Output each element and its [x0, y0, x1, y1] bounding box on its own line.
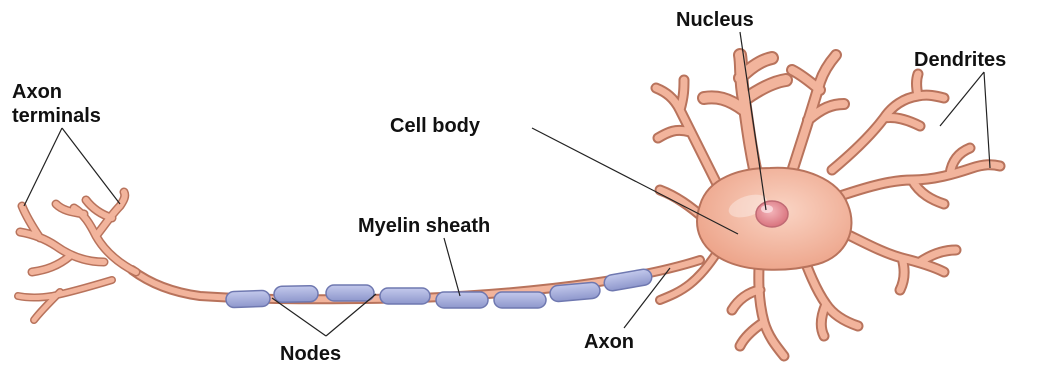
myelin-segment: [549, 282, 600, 302]
myelin-segment: [380, 288, 430, 304]
leader-myelin-sheath: [444, 238, 460, 296]
myelin-sheath: [226, 268, 653, 308]
label-myelin-sheath: Myelin sheath: [358, 214, 490, 238]
label-nodes: Nodes: [280, 342, 341, 366]
myelin-segment: [603, 268, 653, 292]
leader-axon-terminals-right: [62, 128, 120, 204]
label-cell-body: Cell body: [390, 114, 480, 138]
nucleus: [756, 201, 788, 227]
label-dendrites: Dendrites: [914, 48, 1006, 72]
leader-dendrites-right: [984, 72, 990, 168]
myelin-segment: [494, 292, 546, 308]
label-nucleus: Nucleus: [676, 8, 754, 32]
myelin-segment: [436, 292, 488, 308]
myelin-segment: [274, 286, 318, 303]
myelin-segment: [226, 290, 271, 308]
leader-cell-body: [532, 128, 738, 234]
label-axon-terminals: Axon terminals: [12, 80, 101, 128]
label-axon: Axon: [584, 330, 634, 354]
leader-axon-terminals-left: [24, 128, 62, 206]
myelin-segment: [326, 285, 374, 301]
label-axon-terminals-line1: Axon: [12, 80, 101, 104]
label-axon-terminals-line2: terminals: [12, 104, 101, 128]
nucleus-highlight: [761, 205, 773, 213]
